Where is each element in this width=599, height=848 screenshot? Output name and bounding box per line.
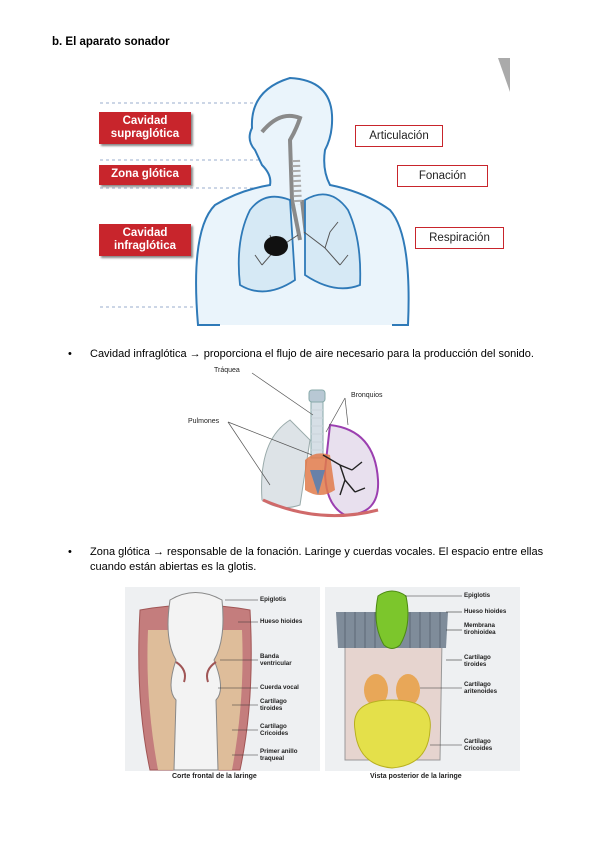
left-label-epiglotis: Epiglotis: [260, 596, 287, 603]
bullet-text: Cavidad infraglótica → proporciona el fl…: [90, 348, 534, 360]
label-pulmones: Pulmones: [188, 418, 220, 425]
zone-tag-glottic: Zona glótica: [99, 165, 191, 185]
right-label-cartilago-aritenoides: Cartílago aritenoides: [464, 681, 498, 695]
right-label-cartilago-cricoides: Cartílago Cricoides: [464, 738, 493, 752]
right-label-cartilago-tiroides: Cartílago tiroides: [464, 654, 491, 668]
right-label-epiglotis: Epiglotis: [464, 592, 491, 599]
section-heading: b. El aparato sonador: [52, 36, 170, 48]
caption-posterior: Vista posterior de la laringe: [370, 773, 462, 780]
right-label-hueso-hioides: Hueso hioides: [464, 608, 507, 615]
zone-tag-supraglottic: Cavidad supraglótica: [99, 112, 191, 144]
label-traquea: Tráquea: [214, 367, 240, 374]
bullet-text: Zona glótica → responsable de la fonació…: [90, 546, 544, 573]
left-label-banda-ventricular: Banda ventricular: [260, 653, 292, 667]
left-label-hueso-hioides: Hueso hioides: [260, 618, 303, 625]
label-bronquios: Bronquios: [351, 392, 383, 399]
left-label-cuerda-vocal: Cuerda vocal: [260, 684, 299, 691]
right-label-membrana: Membrana tirohioidea: [464, 622, 496, 636]
function-respiration: Respiración: [415, 227, 504, 249]
left-label-cartilago-tiroides: Cartílago tiroides: [260, 698, 287, 712]
bullet-symbol: •: [68, 348, 72, 360]
left-label-primer-anillo: Primer anillo traqueal: [260, 748, 298, 762]
function-phonation: Fonación: [397, 165, 488, 187]
bullet-symbol: •: [68, 546, 72, 558]
zone-tag-infraglottic: Cavidad infraglótica: [99, 224, 191, 256]
caption-frontal: Corte frontal de la laringe: [172, 773, 257, 780]
function-articulation: Articulación: [355, 125, 443, 147]
left-label-cartilago-cricoides: Cartílago Cricoides: [260, 723, 289, 737]
